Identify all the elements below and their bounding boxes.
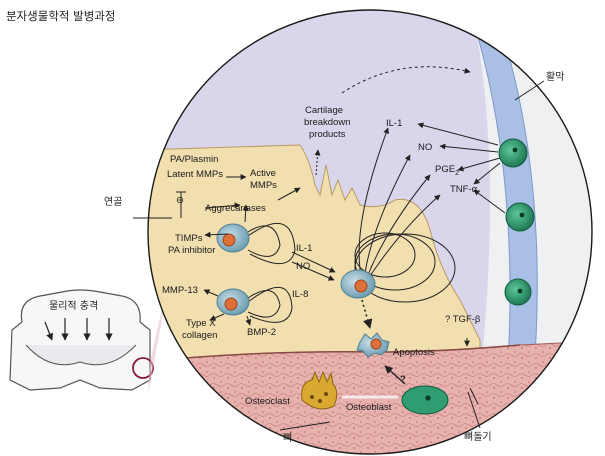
labels: 활막 연골 뼈 뼈돌기 Cartilage breakdown products…	[104, 70, 564, 444]
breakdown-label-1: Cartilage	[305, 105, 343, 116]
osteoclast-label: Osteoclast	[245, 396, 290, 407]
pa-inhibitor-label: PA inhibitor	[168, 245, 215, 256]
il8-label: IL-8	[292, 289, 308, 300]
synovium-label: 활막	[546, 70, 564, 83]
synovial-cells	[498, 138, 535, 306]
no-center-label: NO	[296, 261, 310, 272]
chondrocyte-upper	[216, 222, 296, 264]
mmp13-label: MMP-13	[162, 285, 198, 296]
aggrecanases-label: Aggrecanases	[205, 203, 266, 214]
impact-label: 물리적 충격	[49, 299, 98, 312]
pge2-label: PGE2	[435, 164, 459, 177]
bone-label: 뼈	[283, 432, 292, 444]
magnified-view	[148, 10, 592, 454]
breakdown-label-2: breakdown	[304, 117, 350, 128]
il1-center-label: IL-1	[296, 243, 312, 254]
inhibit-symbol: ⊖	[176, 195, 184, 206]
cartilage-label: 연골	[104, 196, 122, 208]
pa-plasmin-label: PA/Plasmin	[170, 154, 218, 165]
central-chondrocyte	[340, 269, 376, 299]
osteophyte-label: 뼈돌기	[464, 431, 492, 443]
osteoblast-cell	[401, 385, 449, 415]
tnf-label: TNF-α	[450, 184, 478, 195]
il1-top-label: IL-1	[386, 118, 402, 129]
page-title: 분자생물학적 발병과정	[6, 9, 115, 23]
no-top-label: NO	[418, 142, 432, 153]
central-chondrocyte-fan	[354, 127, 456, 303]
timps-label: TIMPs	[175, 233, 203, 244]
tgf-label: ? TGF-β	[445, 314, 481, 325]
apoptosis-label: Apoptosis	[393, 347, 435, 358]
active-mmps-label-1: Active	[250, 168, 276, 179]
osteoblast-label: Osteoblast	[346, 402, 392, 413]
magnifier-outline	[147, 9, 593, 455]
breakdown-label-3: products	[309, 129, 346, 140]
active-mmps-label-2: MMPs	[250, 180, 277, 191]
knee-joint-sketch: 물리적 충격	[9, 289, 154, 391]
apoptotic-cell	[356, 332, 390, 358]
chondrocyte-lower	[216, 286, 293, 323]
question-label: ?	[400, 374, 406, 385]
typex-label-1: Type X	[186, 318, 216, 329]
typex-label-2: collagen	[182, 330, 217, 341]
latent-mmps-label: Latent MMPs	[167, 169, 223, 180]
osteoclast-cell	[301, 370, 338, 410]
bmp2-label: BMP-2	[247, 327, 276, 338]
